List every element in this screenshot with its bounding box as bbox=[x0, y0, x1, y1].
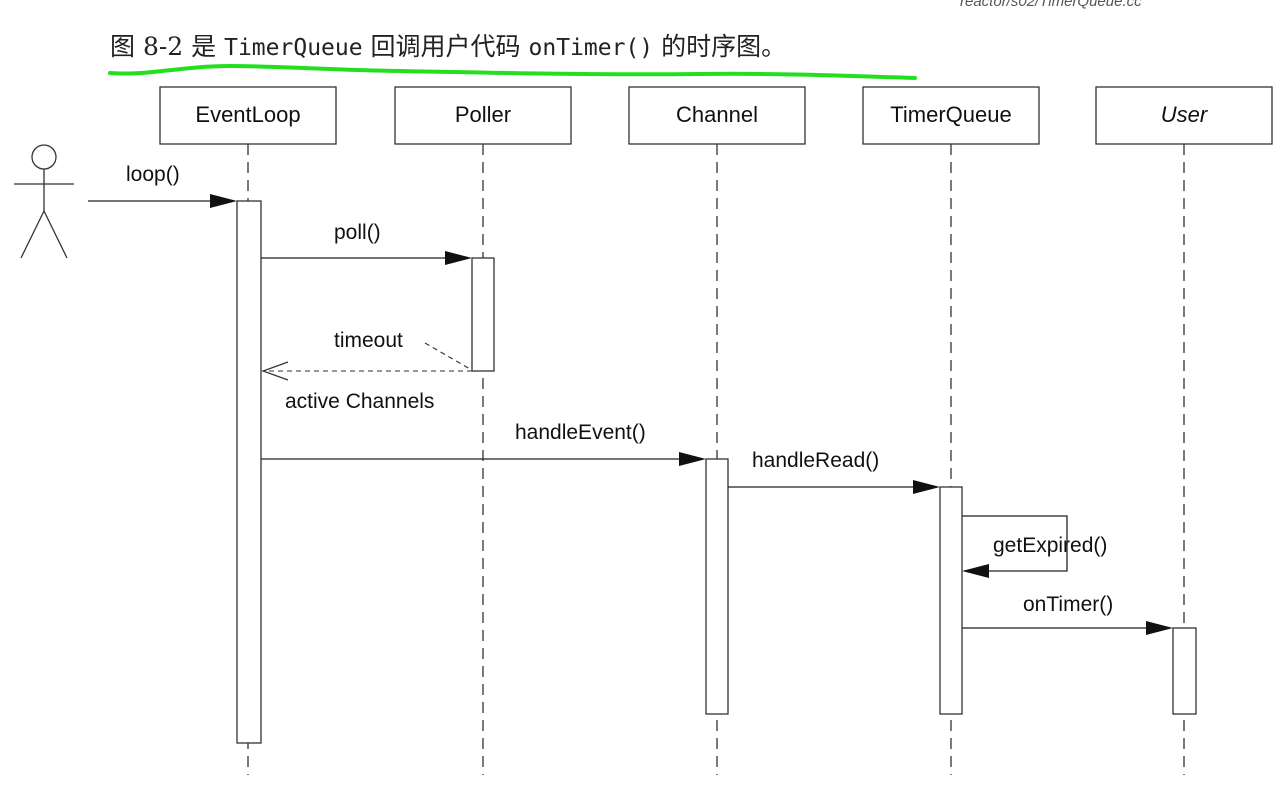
message-label: handleRead() bbox=[752, 449, 879, 472]
participant-label: Poller bbox=[455, 102, 511, 127]
activation-timerqueue bbox=[939, 486, 963, 715]
participant-channel: Channel bbox=[628, 86, 806, 145]
message-get-expired: getExpired() bbox=[962, 515, 1107, 578]
arrow-head-icon bbox=[445, 251, 472, 265]
activation-poller bbox=[471, 257, 495, 372]
actor-left-leg bbox=[20, 210, 45, 259]
message-loop: loop() bbox=[88, 163, 237, 208]
arrow-head-icon bbox=[679, 452, 706, 466]
participant-label: TimerQueue bbox=[890, 102, 1011, 127]
message-label: onTimer() bbox=[1023, 593, 1113, 616]
participant-box bbox=[159, 86, 337, 145]
participant-label: User bbox=[1161, 102, 1209, 127]
note-label: timeout bbox=[334, 329, 403, 352]
message-return-active-channels: timeout active Channels bbox=[261, 329, 472, 413]
message-poll: poll() bbox=[261, 221, 472, 265]
caption-suffix: 的时序图。 bbox=[653, 32, 786, 61]
participant-label: EventLoop bbox=[195, 102, 300, 127]
message-label: loop() bbox=[126, 163, 180, 186]
arrow-head-icon bbox=[962, 564, 989, 578]
message-label: handleEvent() bbox=[515, 421, 646, 444]
actor-head bbox=[31, 144, 57, 170]
message-on-timer: onTimer() bbox=[962, 593, 1173, 635]
participant-timerqueue: TimerQueue bbox=[862, 86, 1040, 145]
open-arrow-head-icon bbox=[261, 361, 289, 381]
message-handle-event: handleEvent() bbox=[261, 421, 706, 466]
arrow-head-icon bbox=[210, 194, 237, 208]
activation-eventloop bbox=[236, 200, 262, 744]
participant-box bbox=[394, 86, 572, 145]
participant-eventloop: EventLoop bbox=[159, 86, 337, 145]
actor-right-leg bbox=[43, 210, 68, 259]
arrow-head-icon bbox=[913, 480, 940, 494]
figure-caption: 图 8-2 是 TimerQueue 回调用户代码 onTimer() 的时序图… bbox=[110, 32, 786, 61]
note-connector bbox=[424, 342, 471, 370]
activation-channel bbox=[705, 458, 729, 715]
participant-box bbox=[628, 86, 806, 145]
message-label: poll() bbox=[334, 221, 381, 244]
message-label: getExpired() bbox=[993, 534, 1107, 557]
participant-box bbox=[862, 86, 1040, 145]
message-line bbox=[962, 515, 1068, 572]
participant-poller: Poller bbox=[394, 86, 572, 145]
caption-code-timerqueue: TimerQueue bbox=[224, 35, 362, 61]
actor-figure bbox=[14, 144, 74, 259]
caption-prefix: 图 8-2 是 bbox=[110, 32, 224, 61]
participant-label: Channel bbox=[676, 102, 758, 127]
message-handle-read: handleRead() bbox=[728, 449, 940, 494]
green-underline-highlight bbox=[108, 63, 917, 80]
arrow-head-icon bbox=[1146, 621, 1173, 635]
caption-code-ontimer: onTimer() bbox=[529, 35, 654, 61]
corner-file-path: reactor/s02/TimerQueue.cc bbox=[960, 0, 1142, 10]
participant-user: User bbox=[1095, 86, 1273, 145]
message-label: active Channels bbox=[285, 390, 434, 413]
caption-middle: 回调用户代码 bbox=[363, 32, 529, 61]
activation-user bbox=[1172, 627, 1197, 715]
